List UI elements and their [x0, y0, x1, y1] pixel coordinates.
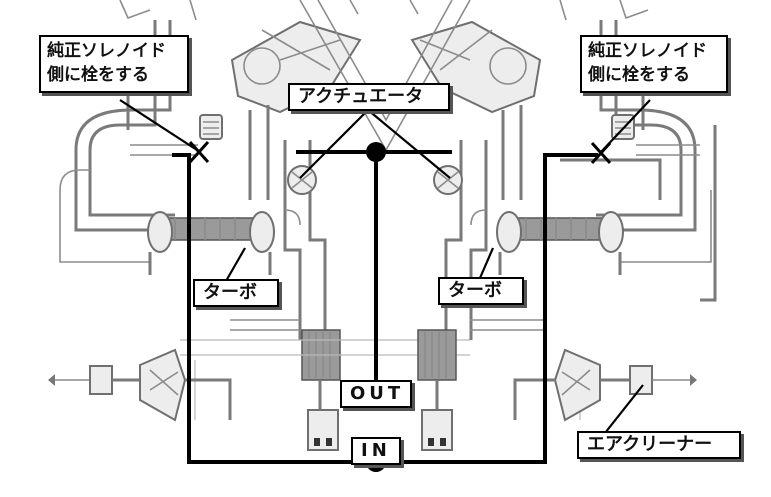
- right-turbo-unit: [497, 212, 623, 275]
- hose-junction-top: [366, 142, 386, 162]
- air-cleaner-label: エアクリーナー: [577, 431, 741, 459]
- turbo-label-left: ターボ: [193, 279, 279, 307]
- actuator-label: アクチュエータ: [288, 83, 450, 111]
- solenoid-plug-note-left: 純正ソレノイド 側に栓をする: [39, 35, 189, 93]
- left-turbo-unit: [148, 212, 274, 275]
- hose-left-loop: [174, 155, 376, 462]
- right-air-cleaner: [515, 350, 697, 420]
- boost-hose-routing: [174, 142, 610, 472]
- out-port-label: OUT: [340, 380, 412, 408]
- solenoid-plug-note-right: 純正ソレノイド 側に栓をする: [580, 35, 728, 93]
- turbo-label-right: ターボ: [438, 277, 524, 305]
- left-air-cleaner: [48, 350, 230, 420]
- in-port-label: IN: [351, 437, 401, 465]
